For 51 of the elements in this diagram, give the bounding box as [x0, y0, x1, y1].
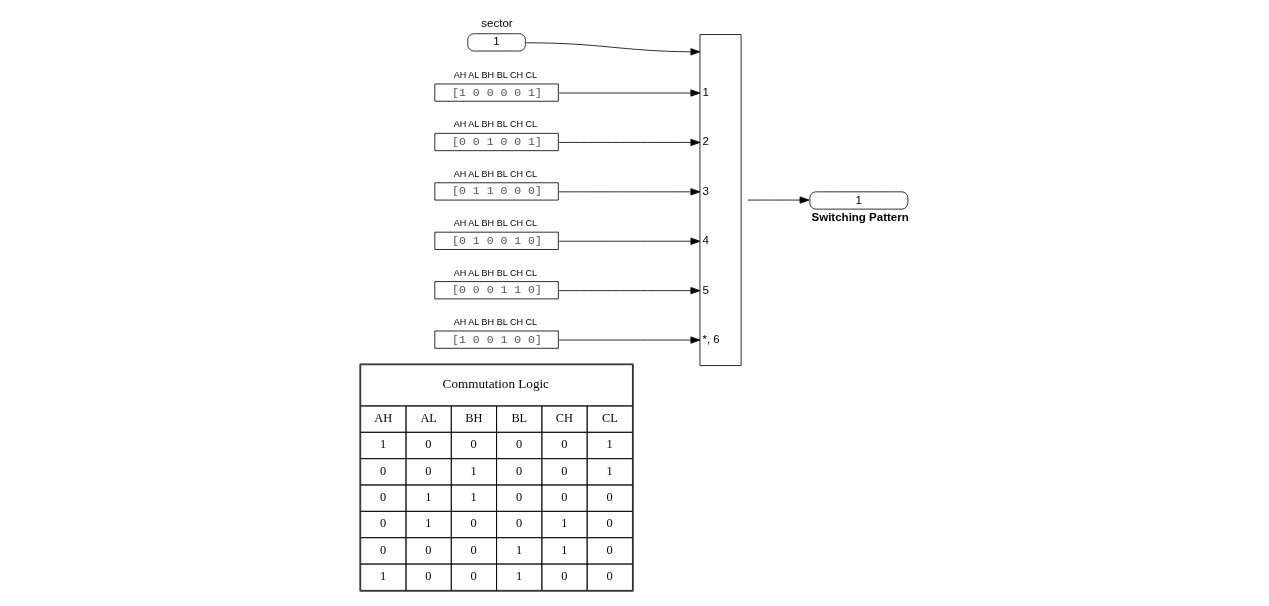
- label: 1: [606, 463, 613, 478]
- node-label: sector: [481, 17, 513, 30]
- node-label: AH AL BH BL CH CL: [453, 168, 538, 179]
- label: 0: [515, 463, 523, 478]
- label: 0: [425, 542, 432, 557]
- label: 0: [470, 542, 477, 557]
- label: AL: [420, 410, 437, 425]
- label: 0: [561, 569, 568, 584]
- label: 0: [515, 516, 523, 531]
- label: 0: [470, 437, 477, 452]
- label: 1: [515, 569, 523, 584]
- label: BH: [465, 410, 483, 425]
- label: 0: [515, 437, 523, 452]
- label: 0: [380, 542, 387, 557]
- node-label: Switching Pattern: [811, 210, 909, 223]
- label: 0: [380, 490, 387, 505]
- label: 1: [425, 490, 432, 505]
- label: 0: [561, 463, 568, 478]
- label: 1: [470, 490, 477, 505]
- label: 0: [425, 569, 432, 584]
- node-label: AH AL BH BL CH CL: [453, 317, 538, 328]
- label: 0: [606, 516, 613, 531]
- label: 0: [470, 516, 477, 531]
- label: 0: [515, 490, 523, 505]
- label: 0: [425, 463, 432, 478]
- label: 0: [561, 490, 568, 505]
- label: 0: [425, 437, 432, 452]
- label: 1: [380, 437, 387, 452]
- label: 1: [515, 542, 523, 557]
- label: Commutation Logic: [442, 376, 549, 392]
- label: 1: [380, 569, 387, 584]
- label: BL: [511, 410, 528, 425]
- label: CH: [555, 410, 574, 425]
- label: 0: [606, 490, 613, 505]
- label: 1: [606, 437, 613, 452]
- label: 1: [425, 516, 432, 531]
- label: 0: [561, 437, 568, 452]
- label: 0: [470, 569, 477, 584]
- label: 1: [470, 463, 477, 478]
- node-label: AH AL BH BL CH CL: [453, 218, 538, 229]
- label: 1: [561, 516, 568, 531]
- node-label: AH AL BH BL CH CL: [453, 267, 538, 278]
- label: 0: [380, 516, 387, 531]
- label: AH: [374, 410, 393, 425]
- label: 0: [380, 463, 387, 478]
- node-label: AH AL BH BL CH CL: [453, 119, 538, 130]
- label: 1: [561, 542, 568, 557]
- label: CL: [601, 410, 618, 425]
- label: 0: [606, 542, 613, 557]
- node-label: AH AL BH BL CH CL: [453, 70, 538, 81]
- label: 0: [606, 569, 613, 584]
